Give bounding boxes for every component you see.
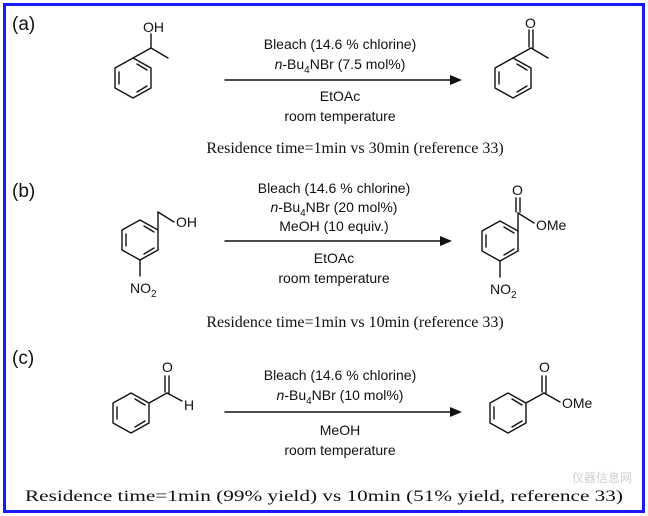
- product-b-nitro: NO2: [490, 281, 517, 301]
- cond-a-below-2: room temperature: [284, 108, 395, 124]
- bond-c-reactant-c-h: [166, 392, 183, 402]
- bond-c-reactant-ring-c: [148, 392, 168, 404]
- bond-b-product-c-o: [517, 212, 535, 224]
- benzene-ring-b-reactant: [121, 219, 159, 261]
- label-b: (b): [12, 181, 35, 202]
- cond-b-line1: Bleach (14.6 % chlorine): [258, 180, 411, 196]
- arrowhead-b: [440, 236, 452, 246]
- benzene-ring-c-product: [489, 392, 527, 434]
- arrowhead-c: [450, 407, 462, 417]
- product-a-carbonyl: O: [525, 15, 536, 31]
- label-c: (c): [12, 348, 34, 369]
- reactant-c-carbonyl: O: [162, 359, 173, 375]
- benzene-ring-a-reactant: [114, 57, 152, 99]
- product-c-ester: OMe: [562, 395, 593, 411]
- cond-c-line2: n-Bu4NBr (10 mol%): [277, 387, 404, 407]
- bond-a-reactant-c-me: [150, 47, 169, 59]
- label-a: (a): [12, 14, 35, 35]
- cond-c-below-2: room temperature: [284, 442, 395, 458]
- cond-b-line3: MeOH (10 equiv.): [279, 218, 388, 234]
- cond-a-line2: n-Bu4NBr (7.5 mol%): [275, 56, 406, 76]
- cond-b-below-1: EtOAc: [314, 250, 354, 266]
- bond-a-product-c-me: [530, 47, 549, 59]
- residence-a: Residence time=1min vs 30min (reference …: [206, 140, 503, 157]
- cond-a-below-1: EtOAc: [320, 88, 360, 104]
- cond-b-below-2: room temperature: [278, 270, 389, 286]
- bond-b-reactant-ch2-o: [157, 211, 175, 223]
- arrowhead-a: [450, 75, 462, 85]
- product-c-carbonyl: O: [539, 359, 550, 375]
- reactant-c-hydrogen: H: [184, 397, 194, 413]
- bond-a-product-ring-c: [512, 47, 532, 59]
- reactant-a-oh: OH: [143, 19, 164, 35]
- residence-b: Residence time=1min vs 10min (reference …: [206, 314, 503, 331]
- watermark: 仪器信息网: [572, 470, 632, 485]
- benzene-ring-c-reactant: [112, 392, 150, 434]
- reactant-b-oh: OH: [176, 214, 197, 230]
- bond-c-product-ring-c: [525, 392, 545, 404]
- cond-c-below-1: MeOH: [320, 422, 360, 438]
- product-b-ester: OMe: [536, 217, 567, 233]
- bond-c-product-c-o: [543, 392, 561, 403]
- bond-a-reactant-ring-c: [132, 47, 152, 59]
- product-b-carbonyl: O: [512, 182, 523, 198]
- cond-b-line2: n-Bu4NBr (20 mol%): [271, 199, 398, 219]
- benzene-ring-b-product: [481, 220, 519, 262]
- cond-c-line1: Bleach (14.6 % chlorine): [264, 367, 417, 383]
- reactant-b-nitro: NO2: [130, 280, 157, 300]
- cond-a-line1: Bleach (14.6 % chlorine): [264, 36, 417, 52]
- benzene-ring-a-product: [494, 57, 532, 99]
- figure-frame: [3, 3, 645, 513]
- residence-c: Residence time=1min (99% yield) vs 10min…: [25, 488, 623, 505]
